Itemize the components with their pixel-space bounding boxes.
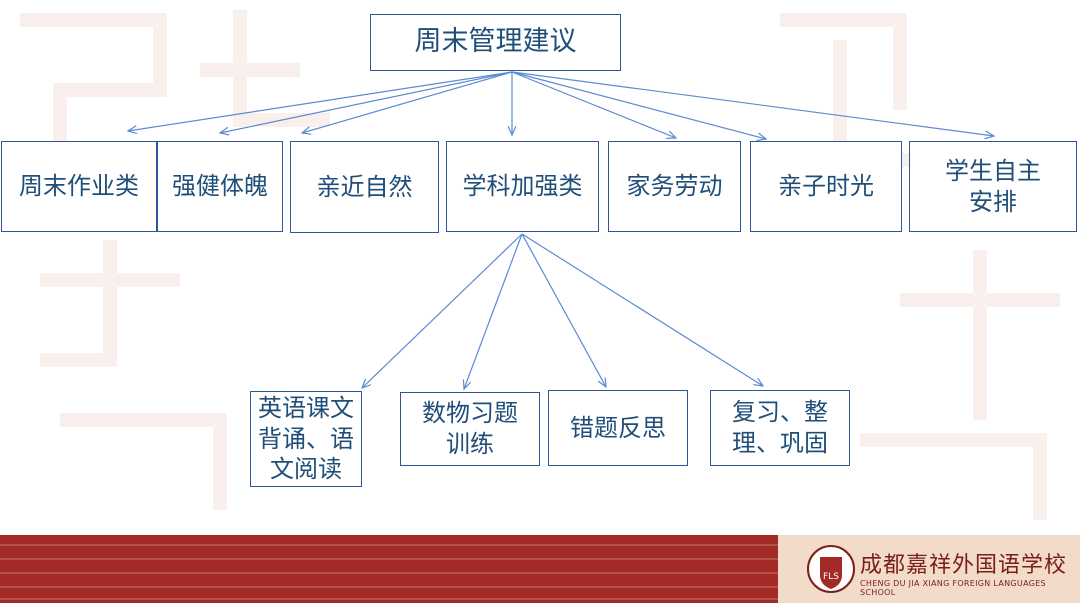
category-node-family-time: 亲子时光 bbox=[750, 141, 902, 232]
category-node-weekend-homework: 周末作业类 bbox=[1, 141, 157, 232]
category-node-self-arrangement: 学生自主 安排 bbox=[909, 141, 1077, 232]
footer-texture bbox=[0, 544, 778, 600]
school-name: 成都嘉祥外国语学校 bbox=[860, 553, 1068, 578]
footer-red-band bbox=[0, 535, 778, 603]
category-node-fitness: 强健体魄 bbox=[157, 141, 283, 232]
category-node-housework: 家务劳动 bbox=[608, 141, 741, 232]
background-pattern bbox=[20, 10, 1060, 520]
school-logo-area: FLS 成都嘉祥外国语学校 CHENG DU JIA XIANG FOREIGN… bbox=[778, 535, 1080, 603]
school-emblem-icon: FLS bbox=[807, 545, 855, 593]
subitem-node-english-chinese: 英语课文 背诵、语 文阅读 bbox=[250, 391, 362, 487]
emblem-text: FLS bbox=[823, 572, 839, 582]
root-node: 周末管理建议 bbox=[370, 14, 621, 71]
category-node-nature: 亲近自然 bbox=[290, 141, 439, 233]
subitem-node-error-reflection: 错题反思 bbox=[548, 390, 688, 466]
category-node-subject-strengthening: 学科加强类 bbox=[446, 141, 599, 232]
subitem-node-review: 复习、整 理、巩固 bbox=[710, 390, 850, 466]
subitem-node-math-physics: 数物习题 训练 bbox=[400, 392, 540, 466]
school-name-english: CHENG DU JIA XIANG FOREIGN LANGUAGES SCH… bbox=[860, 579, 1046, 597]
